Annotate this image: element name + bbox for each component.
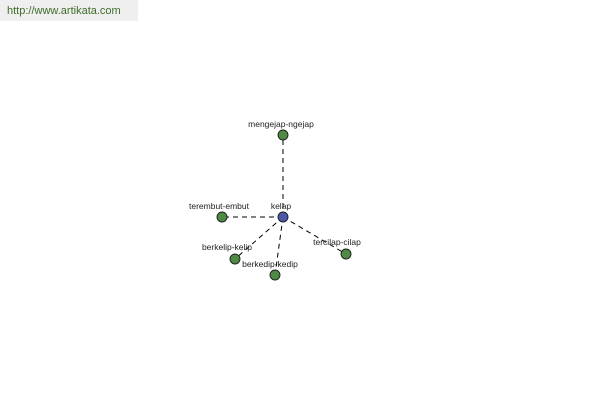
node-dot-terembut-embut[interactable] xyxy=(216,211,228,223)
node-dot-kelap[interactable] xyxy=(277,211,289,223)
edge-kelap-berkelip-kelip xyxy=(234,216,284,260)
site-url-link[interactable]: http://www.artikata.com xyxy=(7,5,121,17)
node-berkedip-kedip[interactable]: berkedip-kedip xyxy=(242,259,298,281)
node-berkelip-kelip[interactable]: berkelip-kelip xyxy=(202,242,252,265)
node-mengejap-ngejap[interactable]: mengejap-ngejap xyxy=(248,119,314,141)
graph-nodes: mengejap-ngejap terembut-embut berkelip-ke… xyxy=(189,119,361,281)
node-label-terembut-embut[interactable]: terembut-embut xyxy=(189,201,250,211)
node-dot-berkelip-kelip[interactable] xyxy=(229,253,241,265)
node-dot-tercilap-cilap[interactable] xyxy=(340,248,352,260)
node-tercilap-cilap[interactable]: tercilap-cilap xyxy=(313,237,361,260)
center-node-kelap[interactable]: kelap xyxy=(271,201,292,223)
edge-kelap-berkedip-kedip xyxy=(274,216,284,276)
node-dot-berkedip-kedip[interactable] xyxy=(269,269,281,281)
node-label-berkedip-kedip[interactable]: berkedip-kedip xyxy=(242,259,298,269)
node-terembut-embut[interactable]: terembut-embut xyxy=(189,201,250,223)
edge-kelap-tercilap-cilap xyxy=(282,216,347,255)
node-label-tercilap-cilap[interactable]: tercilap-cilap xyxy=(313,237,361,247)
node-label-kelap[interactable]: kelap xyxy=(271,201,292,211)
graph-edges xyxy=(222,135,347,276)
node-label-mengejap-ngejap[interactable]: mengejap-ngejap xyxy=(248,119,314,129)
node-label-berkelip-kelip[interactable]: berkelip-kelip xyxy=(202,242,252,252)
site-url-banner[interactable]: http://www.artikata.com xyxy=(0,0,138,21)
node-dot-mengejap-ngejap[interactable] xyxy=(277,129,289,141)
